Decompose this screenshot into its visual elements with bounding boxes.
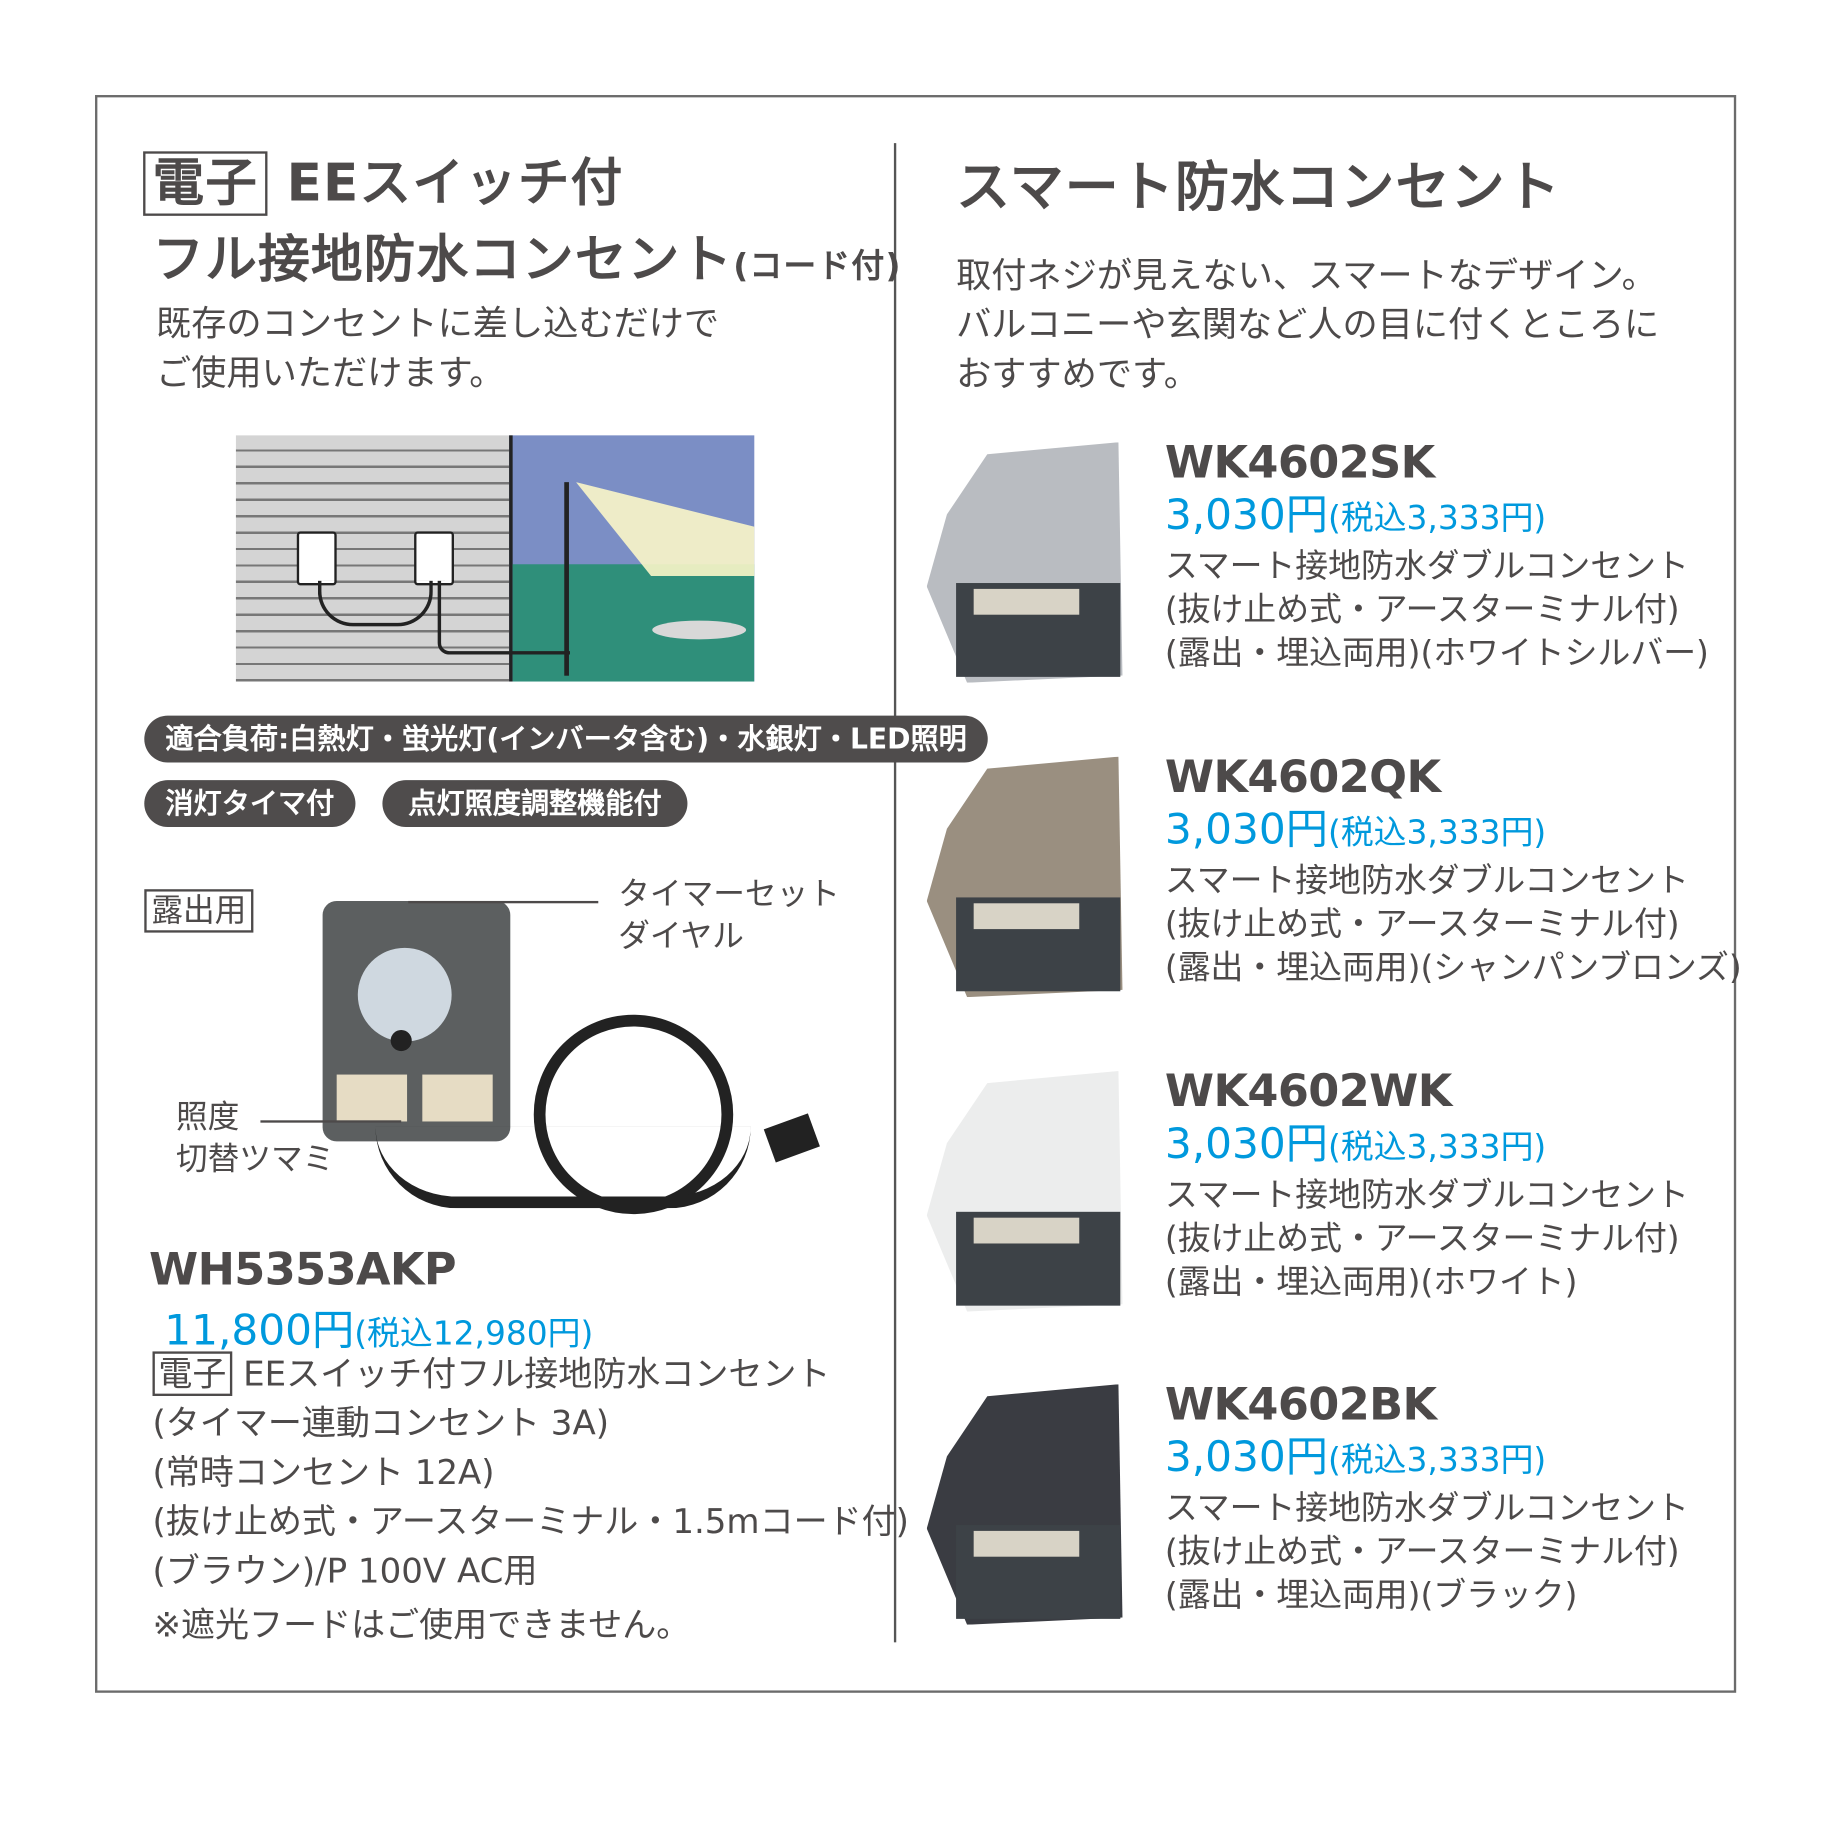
desc-line: スマート接地防水ダブルコンセント: [1164, 1488, 1689, 1528]
spec-line: (常時コンセント 12A): [152, 1452, 495, 1493]
spec-badge: 電子: [152, 1351, 233, 1396]
usage-illustration: [235, 435, 755, 682]
product-model: WK4602WK: [1164, 1065, 1452, 1117]
desc-line: (抜け止め式・アースターミナル付): [1164, 904, 1680, 944]
desc-line: (露出・埋込両用)(ブラック): [1164, 1575, 1578, 1615]
spec-line: (抜け止め式・アースターミナル・1.5mコード付): [152, 1501, 909, 1542]
price-tax: (税込3,333円): [1328, 1440, 1547, 1480]
title-badge: 電子: [143, 151, 268, 216]
desc-line: バルコニーや玄関など人の目に付くところに: [956, 305, 1660, 347]
product-model: WK4602BK: [1164, 1378, 1437, 1431]
brightness-badge: 点灯照度調整機能付: [382, 780, 688, 828]
timer-outlet-icon: [414, 531, 454, 586]
sensor-icon: [390, 1029, 412, 1052]
desc-line: 既存のコンセントに差し込むだけで: [156, 303, 720, 345]
desc-line: (抜け止め式・アースターミナル付): [1164, 1218, 1680, 1258]
product-price: 3,030円(税込3,333円): [1165, 795, 1546, 856]
socket-icon: [973, 1530, 1080, 1557]
price: 3,030円: [1164, 1433, 1329, 1482]
right-title: スマート防水コンセント: [956, 154, 1561, 219]
price-tax: (税込3,333円): [1328, 498, 1547, 538]
load-badge: 適合負荷:白熱灯・蛍光灯(インバータ含む)・水銀灯・LED照明: [144, 715, 988, 763]
price-tax: (税込3,333円): [1328, 812, 1547, 852]
spec-line: EEスイッチ付フル接地防水コンセント: [243, 1353, 831, 1394]
timer-dial-icon: [357, 947, 452, 1042]
price-tax: (税込12,980円): [354, 1313, 594, 1353]
desc-line: (抜け止め式・アースターミナル付): [1164, 590, 1680, 629]
socket-icon: [336, 1074, 408, 1122]
desc-line: ご使用いただけます。: [156, 353, 505, 395]
price: 3,030円: [1164, 805, 1329, 855]
column-divider: [893, 143, 897, 1643]
callout-line: [260, 1120, 402, 1123]
light-pole: [564, 482, 569, 676]
product-model: WK4602SK: [1164, 436, 1435, 489]
product-description: スマート接地防水ダブルコンセント (抜け止め式・アースターミナル付) (露出・埋…: [1165, 1173, 1689, 1303]
left-title-line2: フル接地防水コンセント(コード付): [153, 217, 902, 292]
price: 3,030円: [1164, 1120, 1329, 1169]
socket-icon: [973, 1217, 1080, 1244]
outlet-photo: [926, 1071, 1129, 1317]
product-price: 11,800円(税込12,980円): [164, 1296, 593, 1357]
house-wall: [235, 435, 510, 682]
desc-line: (露出・埋込両用)(ホワイト): [1164, 1262, 1578, 1301]
cord: [375, 1126, 751, 1209]
right-description: 取付ネジが見えない、スマートなデザイン。 バルコニーや玄関など人の目に付くところ…: [956, 252, 1659, 400]
desc-line: おすすめです。: [956, 354, 1199, 396]
left-title-line1: 電子 EEスイッチ付: [143, 141, 623, 216]
outlet-photo: [926, 756, 1129, 1003]
product-model: WK4602QK: [1164, 750, 1441, 803]
outlet-photo: [926, 1384, 1129, 1630]
socket-icon: [973, 903, 1080, 930]
product-description: スマート接地防水ダブルコンセント (抜け止め式・アースターミナル付) (露出・埋…: [1165, 544, 1709, 674]
mount-label: 露出用: [144, 889, 254, 933]
desc-line: スマート接地防水ダブルコンセント: [1164, 1175, 1689, 1215]
callout-text: 照度: [175, 1099, 240, 1136]
callout-text: 切替ツマミ: [175, 1141, 335, 1178]
desc-line: 取付ネジが見えない、スマートなデザイン。: [956, 255, 1657, 297]
product-description: スマート接地防水ダブルコンセント (抜け止め式・アースターミナル付) (露出・埋…: [1165, 859, 1742, 989]
desc-line: (露出・埋込両用)(シャンパンブロンズ): [1164, 947, 1742, 987]
timer-badge: 消灯タイマ付: [144, 780, 356, 828]
product-price: 3,030円(税込3,333円): [1165, 1110, 1546, 1171]
outlet-photo: [926, 442, 1129, 688]
product-price: 3,030円(税込3,333円): [1165, 481, 1546, 542]
product-price: 3,030円(税込3,333円): [1165, 1423, 1546, 1484]
catalog-frame: [95, 95, 1737, 1693]
callout-line: [408, 900, 599, 904]
title-text: EEスイッチ付: [286, 153, 624, 214]
price-tax: (税込3,333円): [1328, 1127, 1547, 1167]
title-text: フル接地防水コンセント: [152, 229, 734, 290]
title-suffix: (コード付): [733, 246, 902, 286]
outlet-icon: [296, 531, 337, 586]
knob-callout: 照度 切替ツマミ: [176, 1097, 334, 1181]
product-specs: 電子 EEスイッチ付フル接地防水コンセント (タイマー連動コンセント 3A) (…: [152, 1349, 909, 1649]
product-description: スマート接地防水ダブルコンセント (抜け止め式・アースターミナル付) (露出・埋…: [1165, 1486, 1689, 1616]
spec-line: (ブラウン)/P 100V AC用: [152, 1550, 538, 1591]
socket-icon: [973, 588, 1080, 615]
desc-line: スマート接地防水ダブルコンセント: [1164, 861, 1689, 900]
cable: [317, 580, 433, 627]
socket-icon: [422, 1074, 493, 1122]
product-model: WH5353AKP: [148, 1243, 457, 1296]
price: 11,800円: [164, 1306, 355, 1355]
timer-callout: タイマーセット ダイヤル: [618, 874, 840, 958]
spec-line: (タイマー連動コンセント 3A): [152, 1403, 610, 1443]
left-description: 既存のコンセントに差し込むだけで ご使用いただけます。: [156, 300, 719, 399]
callout-text: ダイヤル: [618, 918, 744, 955]
desc-line: スマート接地防水ダブルコンセント: [1164, 546, 1689, 586]
garden-table: [652, 620, 747, 640]
cable: [437, 580, 571, 655]
spec-note: ※遮光フードはご使用できません。: [152, 1604, 691, 1645]
desc-line: (抜け止め式・アースターミナル付): [1164, 1532, 1680, 1571]
desc-line: (露出・埋込両用)(ホワイトシルバー): [1164, 633, 1709, 673]
timer-outlet-photo: [322, 900, 511, 1142]
price: 3,030円: [1164, 491, 1329, 540]
callout-text: タイマーセット: [618, 876, 840, 913]
